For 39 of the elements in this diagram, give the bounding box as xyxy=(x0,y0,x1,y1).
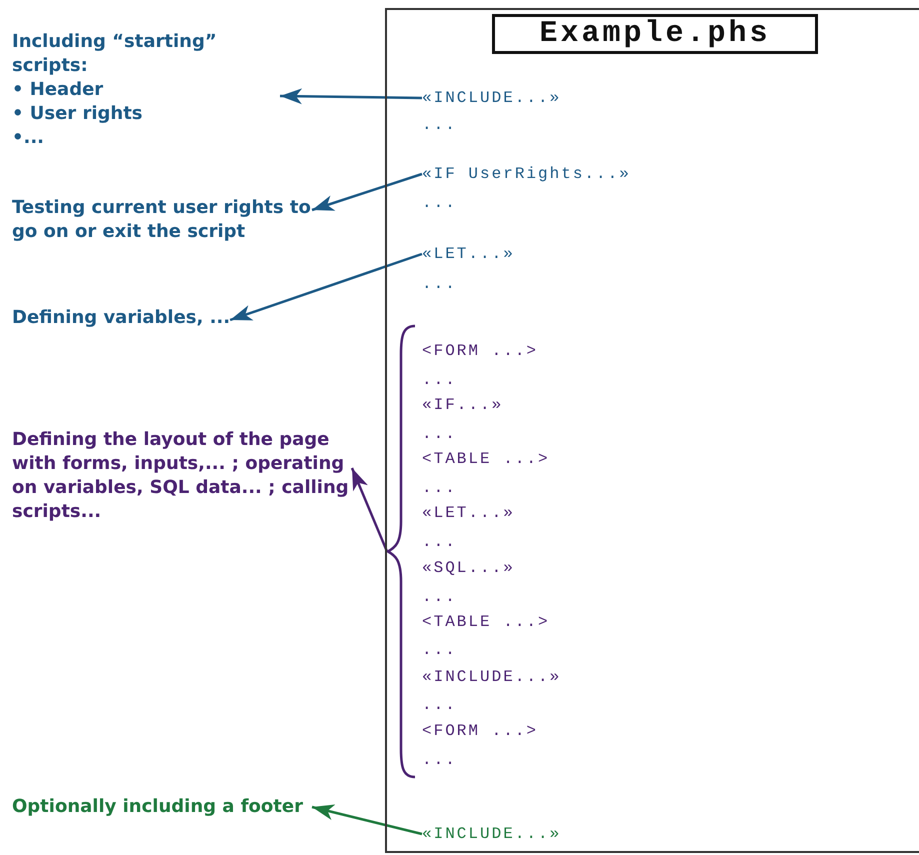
code-line: <TABLE ...> xyxy=(422,612,550,632)
code-line: «INCLUDE...» xyxy=(422,667,562,687)
annotation-text: Defining the layout of the page with forms, inputs,... ; operating on variables, SQL data... ; calling scripts... xyxy=(12,428,352,524)
code-line: ... xyxy=(422,424,457,444)
arrow xyxy=(280,88,422,104)
bullet-item: •... xyxy=(12,126,46,150)
bullet-item: • Header xyxy=(12,78,104,102)
curly-brace xyxy=(387,324,417,779)
code-line: ... xyxy=(422,532,457,552)
code-line: <FORM ...> xyxy=(422,721,538,741)
bullet-item: • User rights xyxy=(12,102,144,126)
arrow xyxy=(230,252,422,322)
arrow xyxy=(312,804,422,836)
code-line: ... xyxy=(422,274,457,294)
annotation-text: Testing current user rights to go on or exit the script xyxy=(12,196,312,244)
annotation-text: Including “starting” scripts: xyxy=(12,30,218,78)
code-line: «LET...» xyxy=(422,244,515,264)
code-line: <TABLE ...> xyxy=(422,449,550,469)
code-line: «INCLUDE...» xyxy=(422,88,562,108)
code-line: ... xyxy=(422,193,457,213)
code-panel xyxy=(385,8,919,853)
code-line: ... xyxy=(422,370,457,390)
file-name-heading: Example.phs xyxy=(492,14,818,54)
code-line: ... xyxy=(422,640,457,660)
annotation-text: Optionally including a footer xyxy=(12,795,312,819)
annotation-text: Defining variables, ... xyxy=(12,306,230,330)
code-line: ... xyxy=(422,478,457,498)
code-line: <FORM ...> xyxy=(422,341,538,361)
code-line: ... xyxy=(422,115,457,135)
code-line: ... xyxy=(422,750,457,770)
code-line: ... xyxy=(422,587,457,607)
arrow xyxy=(350,468,388,552)
code-line: «INCLUDE...» xyxy=(422,824,562,844)
code-line: «IF...» xyxy=(422,395,504,415)
code-line: ... xyxy=(422,695,457,715)
code-line: «LET...» xyxy=(422,503,515,523)
code-line: «IF UserRights...» xyxy=(422,164,631,184)
arrow xyxy=(312,172,422,212)
code-line: «SQL...» xyxy=(422,558,515,578)
